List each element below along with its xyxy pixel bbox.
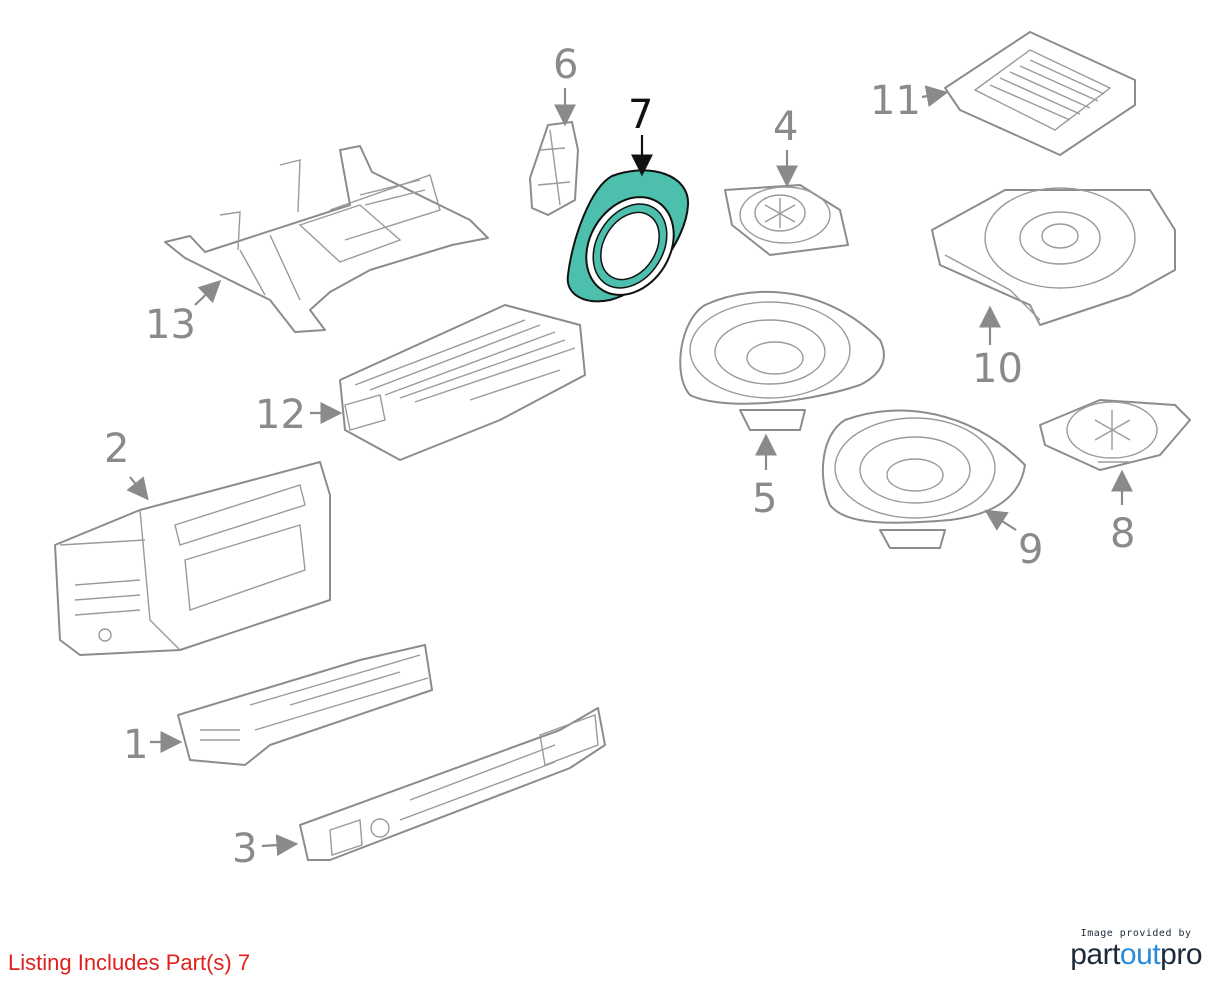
logo-out: out [1119,938,1161,971]
part-7-speaker-ring [566,169,690,303]
part-12-amplifier [339,304,586,461]
callout-3: 3 [232,826,257,872]
logo-pro: pro [1160,938,1202,971]
callout-1: 1 [123,722,148,768]
image-credit: Image provided by partoutpro [1070,928,1202,971]
part-6-tweeter-cover [529,121,579,216]
part-9-speaker [821,409,1026,549]
callout-9: 9 [1018,527,1043,573]
part-11-grille [944,31,1136,156]
part-8-speaker [1039,399,1191,471]
logo-part: part [1070,938,1120,971]
partoutpro-logo: partoutpro [1070,939,1202,971]
callout-5: 5 [752,476,777,522]
callout-2: 2 [104,426,129,472]
part-10-subwoofer [931,187,1176,326]
callout-8: 8 [1110,511,1135,557]
part-2-head-unit [54,461,331,656]
listing-parts-note: Listing Includes Part(s) 7 [8,950,251,975]
callout-12: 12 [255,392,306,438]
callout-11: 11 [870,78,921,124]
callout-13: 13 [145,302,196,348]
part-13-bracket [164,145,489,333]
credit-caption: Image provided by [1080,928,1192,939]
part-4-speaker [724,184,849,256]
part-1-cd-unit [177,644,433,766]
callout-10: 10 [972,346,1023,392]
callout-4: 4 [773,104,798,150]
leader-lines [126,85,1133,857]
callout-6: 6 [553,42,578,88]
callout-7: 7 [628,92,653,138]
part-3-control-panel [299,707,606,861]
part-5-speaker [679,290,885,431]
